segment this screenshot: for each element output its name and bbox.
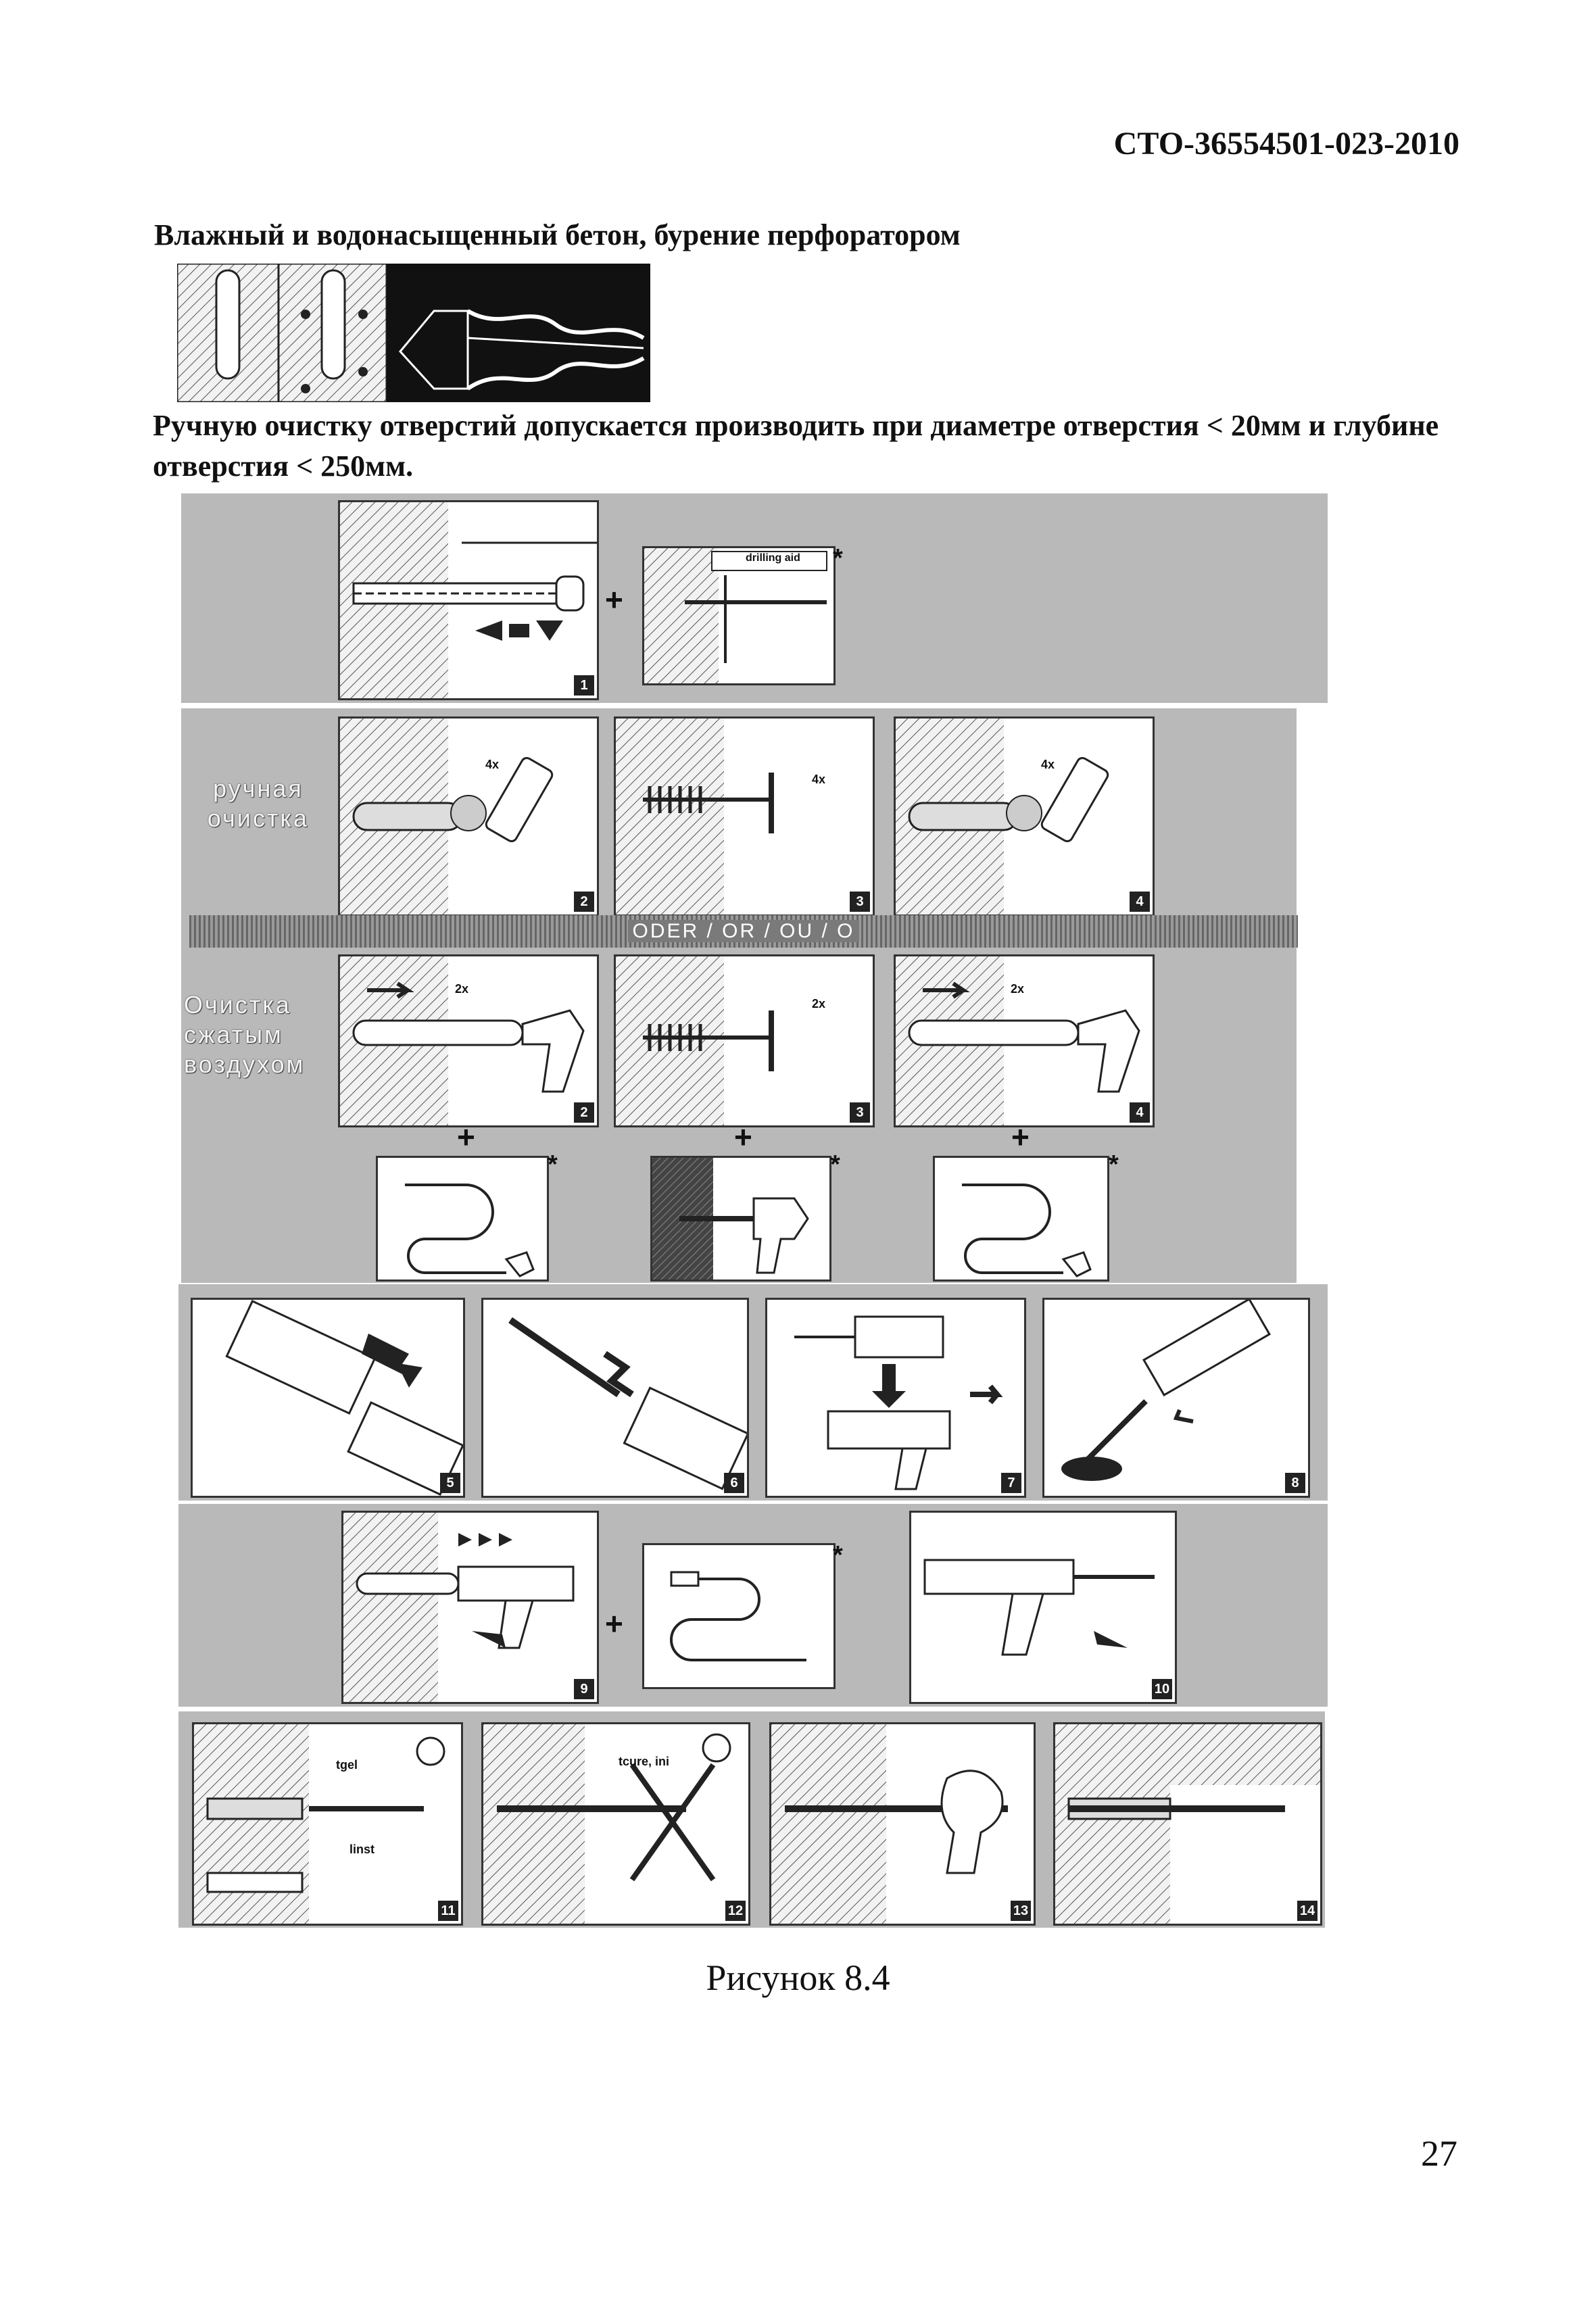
page-number: 27	[1421, 2133, 1457, 2174]
repeat-count: 2x	[1011, 982, 1025, 996]
step-number: 3	[850, 1102, 870, 1123]
or-label: ODER / OR / OU / O	[628, 920, 859, 942]
install-length-label: linst	[349, 1843, 375, 1856]
drilling-aid-label: drilling aid	[746, 552, 800, 564]
manual-cleaning-label: ручная очистка	[207, 775, 310, 832]
repeat-count: 4x	[1041, 758, 1055, 771]
plus-sign: +	[457, 1119, 475, 1154]
step-5-cartridge-panel: 5	[191, 1298, 465, 1498]
step-2-blow-pump-panel: 4x 2	[338, 716, 599, 917]
hammer-drill-method-icon	[176, 262, 650, 404]
manual-cleaning-note: Ручную очистку отверстий допускается про…	[153, 409, 1439, 483]
drill-brush-accessory-panel	[650, 1156, 831, 1282]
compressed-air-label: Очистка сжатым воздухом	[184, 991, 306, 1078]
step-number: 13	[1011, 1901, 1031, 1921]
repeat-count: 4x	[812, 773, 826, 786]
step-number: 1	[574, 675, 594, 696]
step-number: 12	[725, 1901, 746, 1921]
step-number: 10	[1152, 1679, 1172, 1699]
step-number: 11	[438, 1901, 458, 1921]
step-number: 4	[1130, 892, 1150, 912]
repeat-count: 2x	[455, 982, 469, 996]
asterisk: *	[548, 1150, 558, 1179]
repeat-count: 2x	[812, 997, 826, 1010]
gel-time-label: tgel	[336, 1758, 358, 1772]
step-14-load-panel: 14	[1053, 1722, 1322, 1926]
step-7-dispenser-panel: 7	[765, 1298, 1026, 1498]
asterisk: *	[833, 544, 843, 572]
step-9-inject-panel: 9	[341, 1511, 599, 1704]
step-number: 2	[574, 892, 594, 912]
or-separator: ODER / OR / OU / O	[189, 915, 1298, 948]
step-number: 9	[574, 1679, 594, 1699]
step-10-retract-panel: 10	[909, 1511, 1177, 1704]
cure-time-label: tcure, ini	[619, 1755, 670, 1768]
step-4-air-gun-panel: 2x 4	[894, 954, 1155, 1127]
step-2-air-gun-panel: 2x 2	[338, 954, 599, 1127]
step-1-drill-panel: 1	[338, 500, 599, 700]
step-number: 8	[1285, 1473, 1305, 1493]
step-number: 14	[1297, 1901, 1317, 1921]
step-11-insert-rod-panel: tgel linst 11	[192, 1722, 463, 1926]
plus-sign: +	[1011, 1119, 1030, 1154]
drilling-aid-panel: drilling aid	[642, 546, 836, 685]
step-number: 3	[850, 892, 870, 912]
step-number: 4	[1130, 1102, 1150, 1123]
document-code: СТО-36554501-023-2010	[1113, 126, 1459, 162]
plus-sign: +	[734, 1119, 752, 1154]
step-12-cure-panel: tcure, ini 12	[481, 1722, 750, 1926]
repeat-count: 4x	[485, 758, 500, 771]
plus-sign: +	[605, 582, 623, 617]
extension-tube-panel	[642, 1543, 836, 1689]
step-6-mixer-panel: 6	[481, 1298, 749, 1498]
air-hose-accessory-panel	[376, 1156, 549, 1282]
asterisk: *	[1109, 1150, 1119, 1179]
step-number: 6	[724, 1473, 744, 1493]
asterisk: *	[830, 1150, 840, 1179]
step-3-brush-panel-air: 2x 3	[614, 954, 875, 1127]
asterisk: *	[833, 1541, 843, 1569]
step-8-discard-panel: 8	[1042, 1298, 1310, 1498]
step-4-blow-pump-panel: 4x 4	[894, 716, 1155, 917]
plus-sign: +	[605, 1606, 623, 1641]
figure-caption: Рисунок 8.4	[706, 1957, 890, 1998]
step-number: 5	[440, 1473, 460, 1493]
step-number: 2	[574, 1102, 594, 1123]
air-hose-accessory-panel	[933, 1156, 1109, 1282]
section-heading: Влажный и водонасыщенный бетон, бурение …	[154, 218, 961, 251]
step-13-tighten-panel: 13	[769, 1722, 1036, 1926]
step-3-brush-panel: 4x 3	[614, 716, 875, 917]
step-number: 7	[1001, 1473, 1021, 1493]
